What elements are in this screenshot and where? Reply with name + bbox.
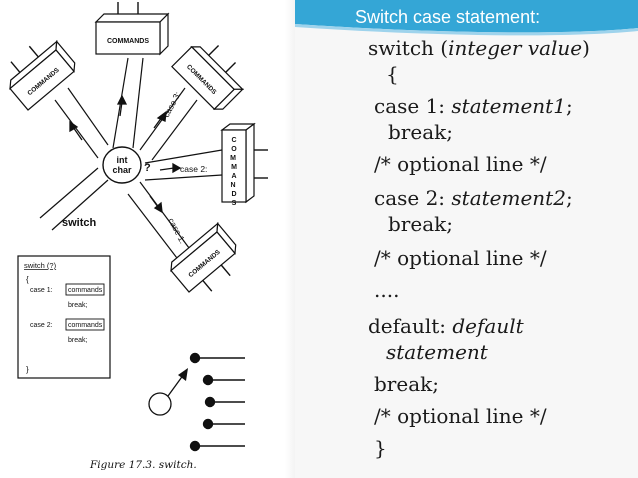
inset-case1: case 1: (30, 287, 53, 294)
code-line-ellipsis: .... (374, 278, 400, 302)
code-line-break1: break; (388, 120, 453, 144)
code-line-comment3: /* optional line */ (374, 404, 547, 428)
hub-circle (102, 146, 142, 184)
figure-caption: Figure 17.3. switch. (89, 459, 197, 471)
commands-box-top: COMMANDS (94, 2, 170, 56)
inset-brace-open: { (26, 275, 29, 284)
text-panel (295, 0, 638, 478)
code-line-case2: case 2: statement2; (374, 186, 573, 210)
switch-selector (148, 368, 188, 416)
title-wave (295, 0, 638, 33)
inset-code-box: switch (?) { case 1: commands break; cas… (17, 255, 111, 379)
hub-label-int: int (117, 155, 128, 165)
inset-header: switch (?) (24, 261, 57, 270)
inset-break2: break; (68, 337, 88, 344)
case3-label-top: case 3: (161, 90, 183, 119)
commands-label-top: COMMANDS (107, 38, 149, 45)
inset-commands2: commands (68, 322, 103, 329)
selector-pins (189, 352, 245, 452)
switch-label: switch (62, 217, 97, 229)
code-line-default: default: default (368, 314, 524, 338)
question-mark: ? (144, 162, 151, 174)
inset-case2: case 2: (30, 322, 53, 329)
case2-label: case 2: (180, 164, 207, 174)
switch-diagram: int char ? COMMANDS COMMANDS (9, 2, 268, 471)
code-line-brace-close: } (374, 436, 387, 460)
inset-commands1: commands (68, 287, 103, 294)
slide-title: Switch case statement: (355, 7, 541, 27)
inset-break1: break; (68, 302, 88, 309)
title-band (295, 0, 638, 36)
commands-box-right: COMMANDS (171, 44, 245, 110)
diagram-arrows (69, 94, 182, 214)
code-line-case1: case 1: statement1; (374, 94, 573, 118)
code-line-break3: break; (374, 372, 439, 396)
commands-box-bottom: COMMANDS (170, 222, 237, 293)
figure-panel: int char ? COMMANDS COMMANDS (0, 0, 285, 478)
code-line-comment2: /* optional line */ (374, 246, 547, 270)
panel-divider (285, 0, 297, 478)
title-wave-highlight (295, 24, 638, 36)
commands-box-left: COMMANDS (9, 40, 76, 111)
code-line-brace-open: { (386, 62, 399, 86)
case1-label: case 1: (166, 216, 188, 245)
code-line-comment1: /* optional line */ (374, 152, 547, 176)
code-line-break2: break; (388, 212, 453, 236)
hub-label-char: char (112, 165, 132, 175)
code-line-switch: switch (integer value) (368, 36, 590, 60)
inset-brace-close: } (26, 365, 29, 374)
code-line-default-statement: statement (386, 340, 488, 364)
